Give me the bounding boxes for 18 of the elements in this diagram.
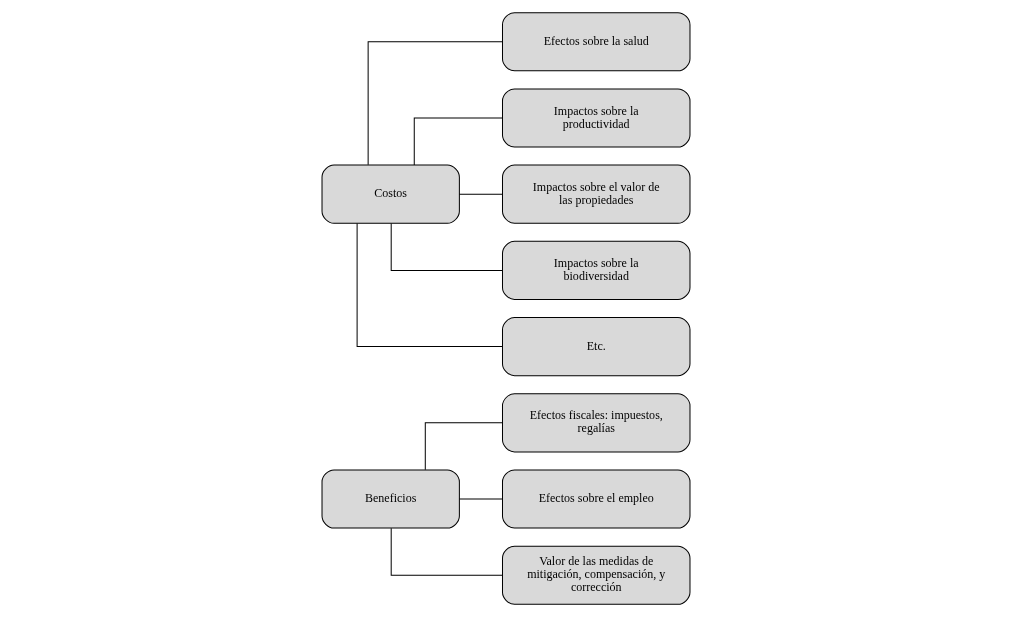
- node-box: Impactos sobre el valor de las propiedades: [501, 164, 690, 224]
- node-box: Costos: [321, 164, 460, 224]
- connector: [424, 422, 503, 471]
- connector: [356, 223, 503, 348]
- connector: [458, 193, 503, 195]
- node-box: Etc.: [501, 317, 690, 377]
- connector: [413, 117, 503, 166]
- node-box: Efectos sobre el empleo: [501, 469, 690, 529]
- connector: [367, 41, 503, 166]
- connector: [390, 527, 503, 576]
- node-box: Impactos sobre la productividad: [501, 88, 690, 148]
- node-box: Impactos sobre la biodiversidad: [501, 240, 690, 300]
- node-box: Valor de las medidas de mitigación, compensación, y corrección: [501, 545, 690, 605]
- node-box: Efectos sobre la salud: [501, 12, 690, 72]
- connector: [458, 498, 503, 500]
- node-box: Efectos fiscales: impuestos, regalías: [501, 393, 690, 453]
- node-box: Beneficios: [321, 469, 460, 529]
- connector: [390, 222, 503, 271]
